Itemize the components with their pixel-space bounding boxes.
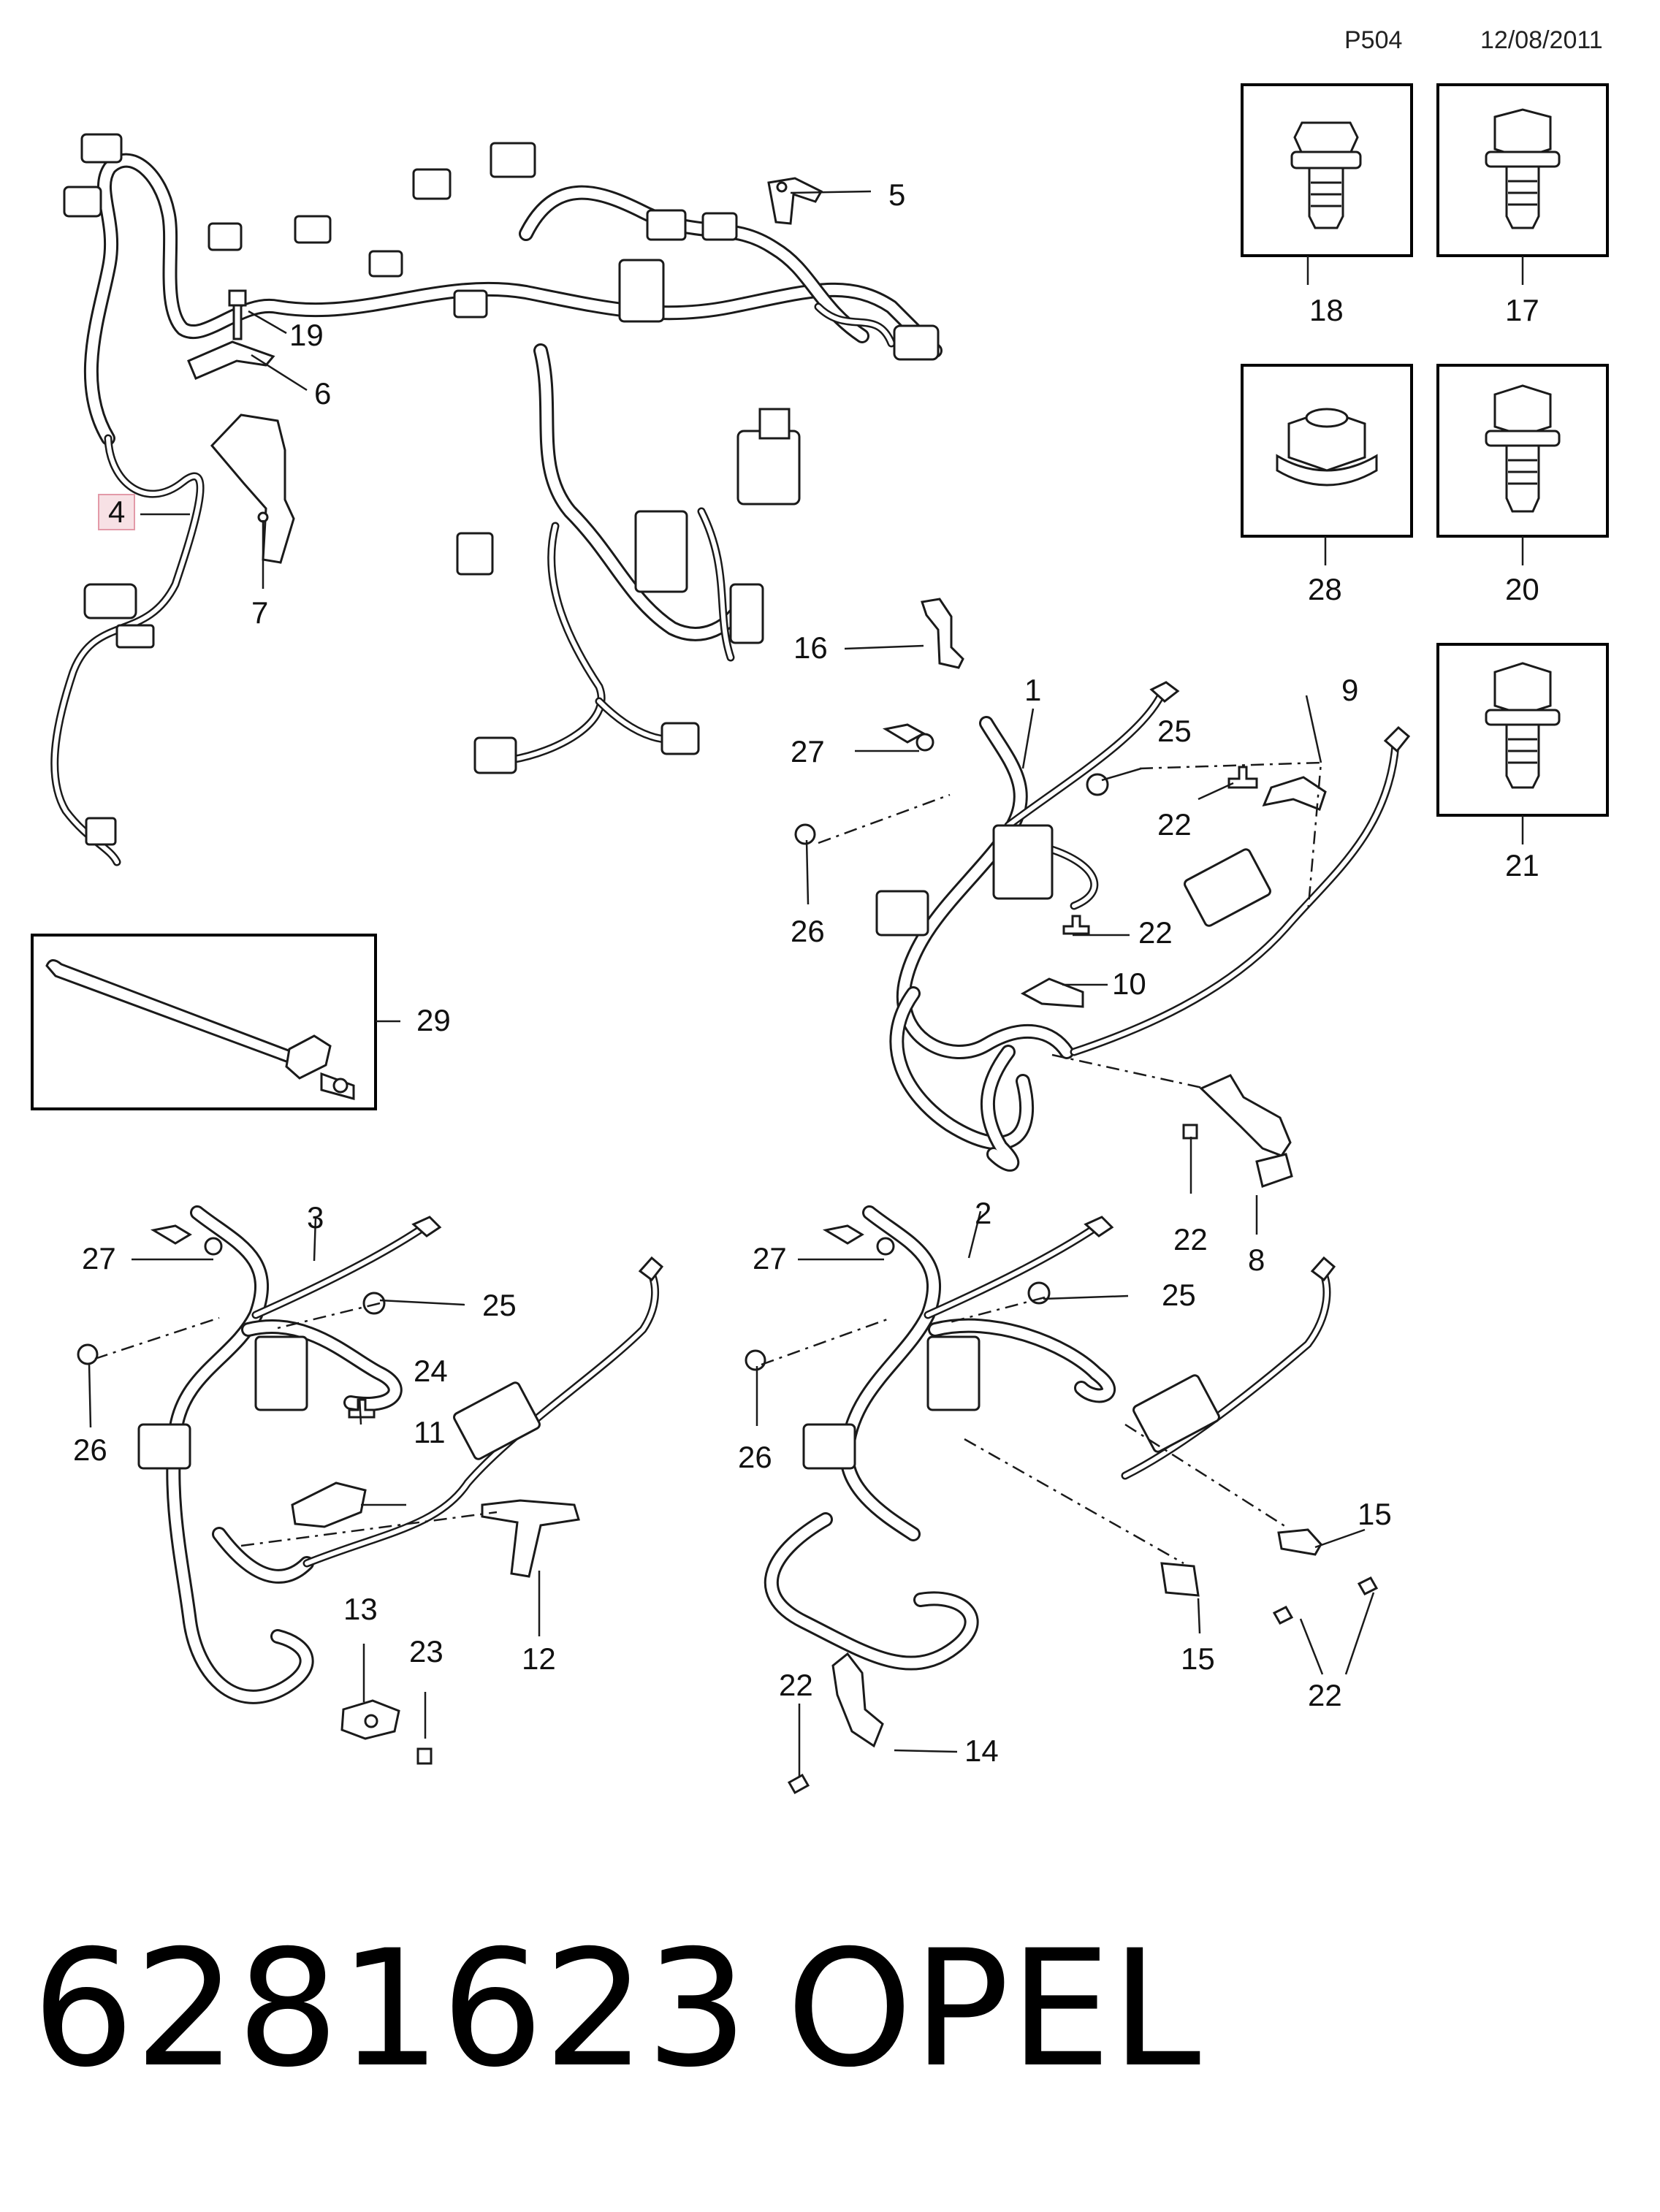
- callout-27-left: 27: [82, 1241, 116, 1275]
- callout-22-a: 22: [1157, 807, 1192, 842]
- bolt-19: [228, 289, 247, 340]
- callout-10: 10: [1112, 966, 1146, 1001]
- callout-5: 5: [888, 178, 906, 212]
- callout-14: 14: [964, 1734, 999, 1768]
- callout-12: 12: [522, 1641, 556, 1676]
- callout-24: 24: [414, 1354, 448, 1388]
- fastener-box-17: [1436, 83, 1609, 257]
- callout-20: 20: [1505, 572, 1539, 606]
- callout-15-top: 15: [1358, 1497, 1392, 1531]
- bracket-16: [921, 598, 964, 669]
- callout-15-bottom: 15: [1181, 1641, 1215, 1676]
- callout-23: 23: [409, 1634, 443, 1668]
- callout-25-top: 25: [1157, 714, 1192, 748]
- loose-fasteners: [77, 733, 1379, 1795]
- callout-19: 19: [289, 318, 324, 352]
- callout-26-left: 26: [73, 1433, 107, 1467]
- callout-2: 2: [975, 1196, 992, 1230]
- diagram-date: 12/08/2011: [1480, 26, 1603, 54]
- fastener-box-20: [1436, 364, 1609, 538]
- callout-22-b: 22: [1138, 915, 1173, 950]
- callout-22-d: 22: [779, 1668, 813, 1702]
- fastener-box-18: [1241, 83, 1413, 257]
- cable-tie-box-29: [31, 934, 377, 1110]
- callout-4: 4: [98, 494, 136, 530]
- callout-28: 28: [1308, 572, 1342, 606]
- battery-cable-1: [875, 681, 1411, 1172]
- fastener-box-21: [1436, 643, 1609, 817]
- brackets-14-15: [831, 1528, 1322, 1748]
- callout-26-right: 26: [738, 1440, 772, 1474]
- callout-22-e: 22: [1308, 1678, 1342, 1712]
- callout-6: 6: [314, 376, 332, 411]
- page-code: P504: [1344, 26, 1403, 54]
- assembly-lines: [94, 761, 1322, 1565]
- callout-29: 29: [416, 1003, 451, 1037]
- callout-17: 17: [1505, 293, 1539, 327]
- callout-27-right: 27: [753, 1241, 787, 1275]
- callout-3: 3: [307, 1200, 324, 1235]
- bracket-7: [210, 413, 295, 564]
- bracket-5: [767, 177, 823, 225]
- callout-22-c: 22: [1173, 1222, 1208, 1256]
- part-number: 6281623: [32, 1915, 748, 2102]
- callout-13: 13: [343, 1592, 378, 1626]
- brackets-11-12-13: [291, 1481, 580, 1740]
- leader-lines: [88, 190, 1524, 1777]
- callout-25-left: 25: [482, 1288, 517, 1322]
- callout-26-top: 26: [791, 914, 825, 948]
- callout-8: 8: [1248, 1243, 1265, 1277]
- callout-18: 18: [1309, 293, 1344, 327]
- callout-1: 1: [1024, 673, 1042, 707]
- fastener-box-28: [1241, 364, 1413, 538]
- brand-name: OPEL: [786, 1915, 1201, 2102]
- callout-27-top: 27: [791, 734, 825, 769]
- brackets-8-9-10: [1020, 776, 1327, 1188]
- callout-11: 11: [414, 1415, 446, 1449]
- battery-cable-2: [764, 1205, 1336, 1671]
- callout-25-right: 25: [1162, 1278, 1196, 1312]
- engine-harness-4: [50, 133, 943, 866]
- callout-21: 21: [1505, 848, 1539, 882]
- callout-16: 16: [793, 630, 828, 665]
- callout-7: 7: [251, 595, 269, 630]
- battery-cable-3: [137, 1205, 664, 1704]
- callout-9: 9: [1341, 673, 1359, 707]
